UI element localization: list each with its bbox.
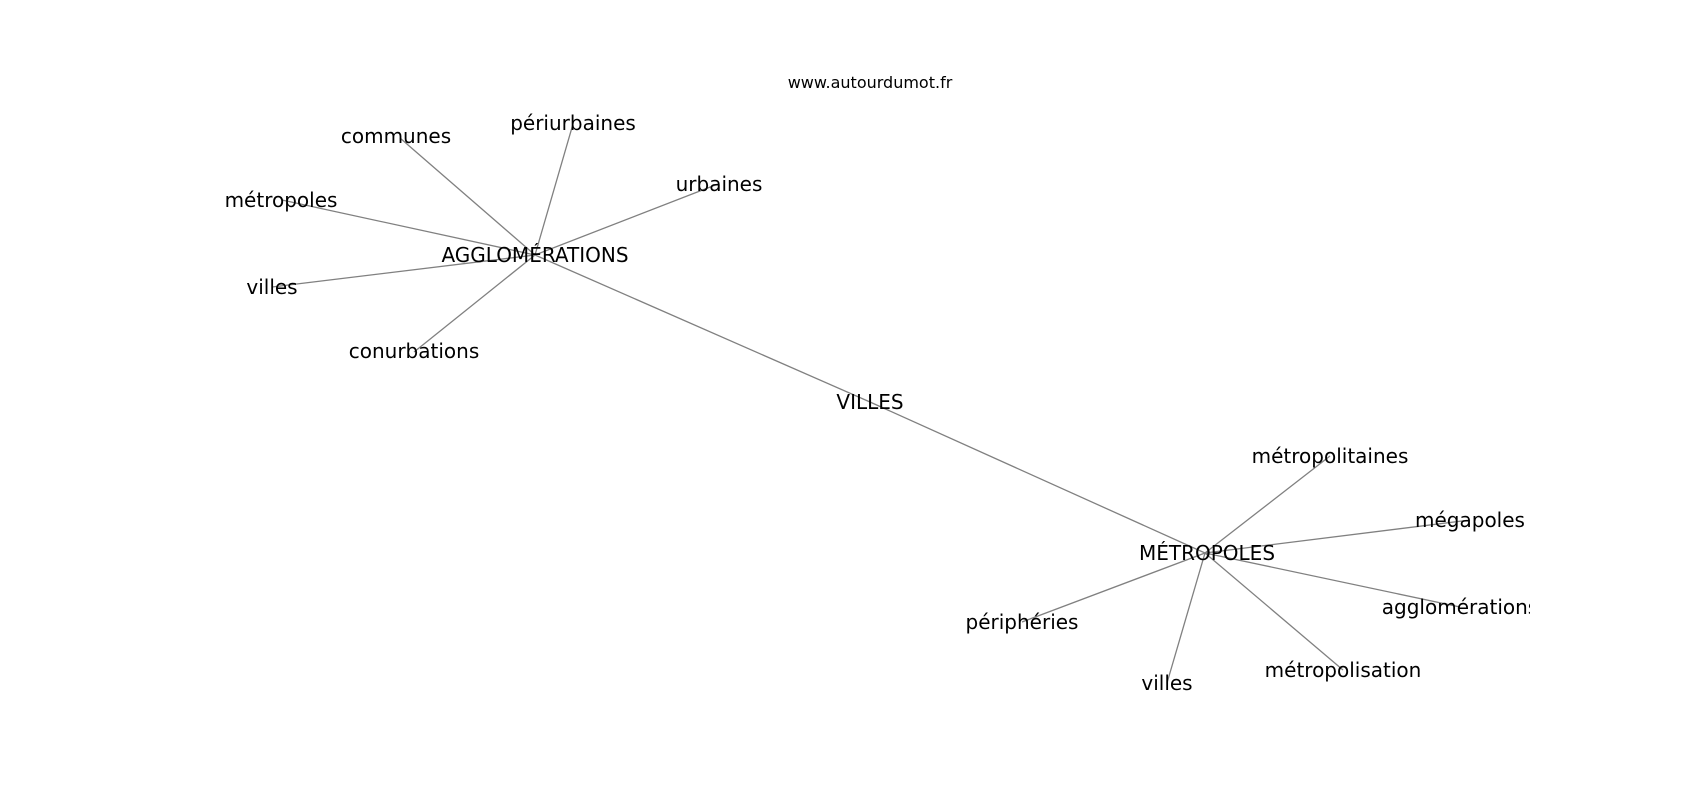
edge-agglomerations-urbaines bbox=[534, 183, 719, 256]
node-agglomerations-hub[interactable]: AGGLOMÉRATIONS bbox=[441, 243, 628, 267]
edge-agglomerations-conurbations bbox=[413, 254, 536, 353]
graph-labels: www.autourdumot.fr VILLES AGGLOMÉRATIONS… bbox=[225, 73, 1538, 695]
node-villes-left[interactable]: villes bbox=[246, 275, 297, 299]
node-metropolisation[interactable]: métropolisation bbox=[1265, 658, 1422, 682]
edge-metropoles-metropolisation bbox=[1204, 552, 1344, 671]
node-urbaines[interactable]: urbaines bbox=[676, 172, 763, 196]
node-metropolitaines[interactable]: métropolitaines bbox=[1252, 444, 1409, 468]
credit-text: www.autourdumot.fr bbox=[788, 73, 953, 92]
edge-villes-agglomerations bbox=[534, 254, 871, 403]
node-metropoles-hub[interactable]: MÉTROPOLES bbox=[1139, 541, 1275, 565]
node-agglomerations[interactable]: agglomérations bbox=[1382, 595, 1538, 619]
graph-edges bbox=[271, 123, 1471, 684]
node-metropoles[interactable]: métropoles bbox=[225, 188, 338, 212]
edge-metropoles-villes bbox=[1166, 552, 1206, 684]
edge-metropoles-megapoles bbox=[1204, 519, 1471, 554]
node-periurbaines[interactable]: périurbaines bbox=[510, 111, 636, 135]
edge-agglomerations-communes bbox=[399, 137, 536, 256]
edge-agglomerations-villes bbox=[271, 254, 536, 288]
node-villes[interactable]: VILLES bbox=[836, 390, 903, 414]
edge-metropoles-peripheries bbox=[1021, 552, 1206, 623]
edge-metropoles-metropolitaines bbox=[1204, 455, 1331, 554]
node-peripheries[interactable]: périphéries bbox=[966, 610, 1079, 634]
edge-agglomerations-periurbaines bbox=[534, 123, 574, 256]
node-communes[interactable]: communes bbox=[341, 124, 451, 148]
edge-villes-metropoles bbox=[869, 401, 1206, 554]
edge-metropoles-agglomerations bbox=[1204, 552, 1461, 608]
node-conurbations[interactable]: conurbations bbox=[349, 339, 480, 363]
node-villes-right[interactable]: villes bbox=[1141, 671, 1192, 695]
edge-agglomerations-metropoles bbox=[281, 199, 536, 256]
node-megapoles[interactable]: mégapoles bbox=[1415, 508, 1525, 532]
